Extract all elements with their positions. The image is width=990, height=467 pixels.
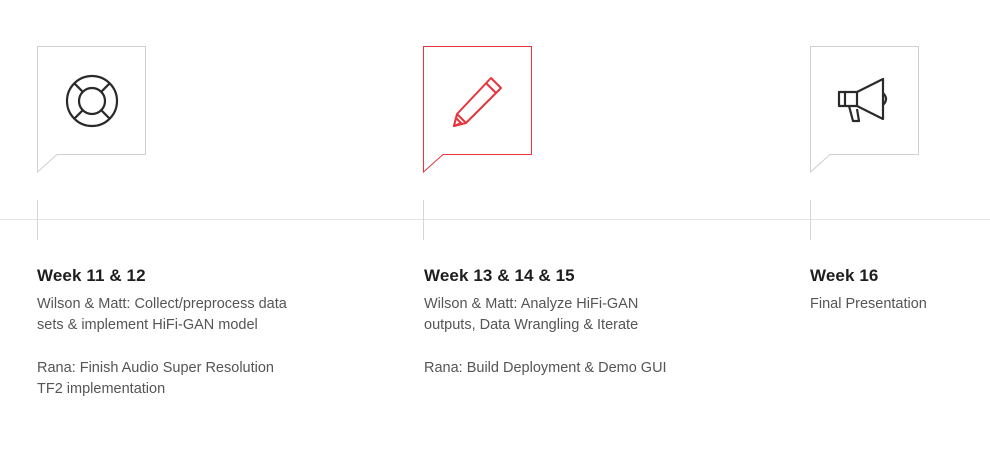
milestone-3: Week 16 Final Presentation (810, 266, 980, 336)
speech-bubble-frame (37, 46, 146, 174)
timeline-tick-2 (423, 200, 424, 240)
timeline-tick-3 (810, 200, 811, 240)
timeline-tick-1 (37, 200, 38, 240)
milestone-2-icon-box (423, 46, 553, 176)
milestone-text: Wilson & Matt: Collect/preprocess data s… (37, 296, 287, 334)
milestone-3-icon-box (810, 46, 940, 176)
milestone-1-icon-box (37, 46, 167, 176)
lifebuoy-icon (37, 46, 147, 156)
milestone-title: Week 13 & 14 & 15 (424, 266, 575, 285)
speech-bubble-frame (423, 46, 532, 174)
milestone-title: Week 16 (810, 266, 879, 285)
milestone-title: Week 11 & 12 (37, 266, 146, 285)
milestone-text: Final Presentation (810, 296, 927, 312)
milestone-text: Rana: Build Deployment & Demo GUI (424, 359, 667, 376)
timeline-line (0, 219, 990, 220)
milestone-1: Week 11 & 12 Wilson & Matt: Collect/prep… (37, 266, 297, 422)
milestone-2: Week 13 & 14 & 15 Wilson & Matt: Analyze… (424, 266, 684, 400)
milestone-text: Rana: Finish Audio Super Resolution TF2 … (37, 359, 274, 398)
megaphone-icon (810, 46, 920, 156)
milestone-text: Wilson & Matt: Analyze HiFi-GAN outputs,… (424, 296, 639, 334)
pencil-icon (423, 46, 533, 156)
